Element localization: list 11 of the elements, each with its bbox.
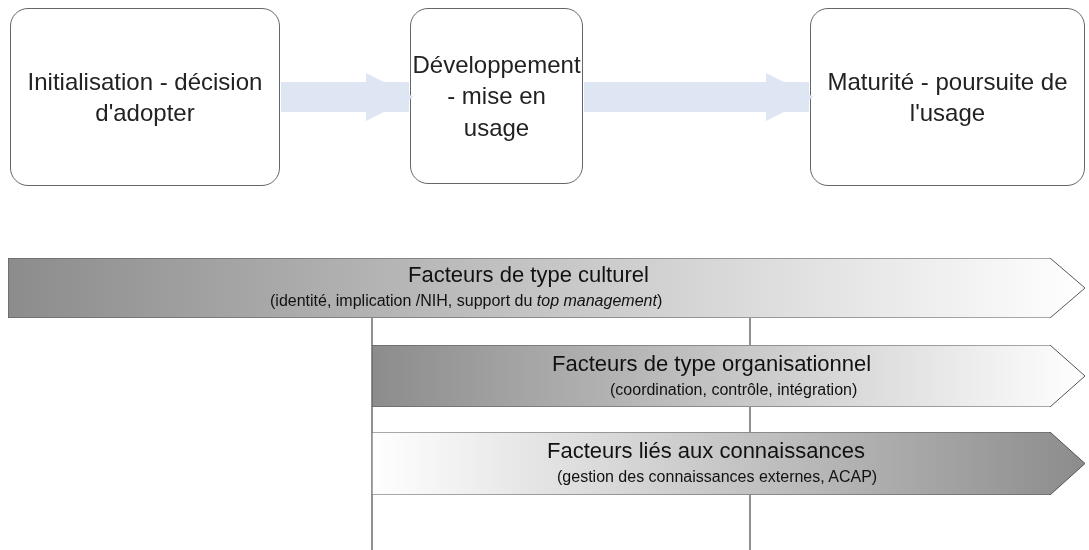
phase-box: Initialisation - décision d'adopter: [10, 8, 280, 186]
band-description: (identité, implication /NIH, support du top management): [270, 292, 663, 310]
block-arrow: [584, 73, 814, 121]
band-heading: Facteurs de type organisationnel: [552, 351, 872, 377]
block-arrow: [281, 73, 414, 121]
band-heading: Facteurs liés aux connaissances: [547, 438, 865, 464]
band-heading: Facteurs de type culturel: [408, 262, 649, 288]
phase-box: Développement - mise en usage: [410, 8, 583, 184]
band-description: (gestion des connaissances externes, ACAP): [557, 468, 878, 486]
phase-box: Maturité - poursuite de l'usage: [810, 8, 1085, 186]
band-description: (coordination, contrôle, intégration): [610, 381, 858, 399]
